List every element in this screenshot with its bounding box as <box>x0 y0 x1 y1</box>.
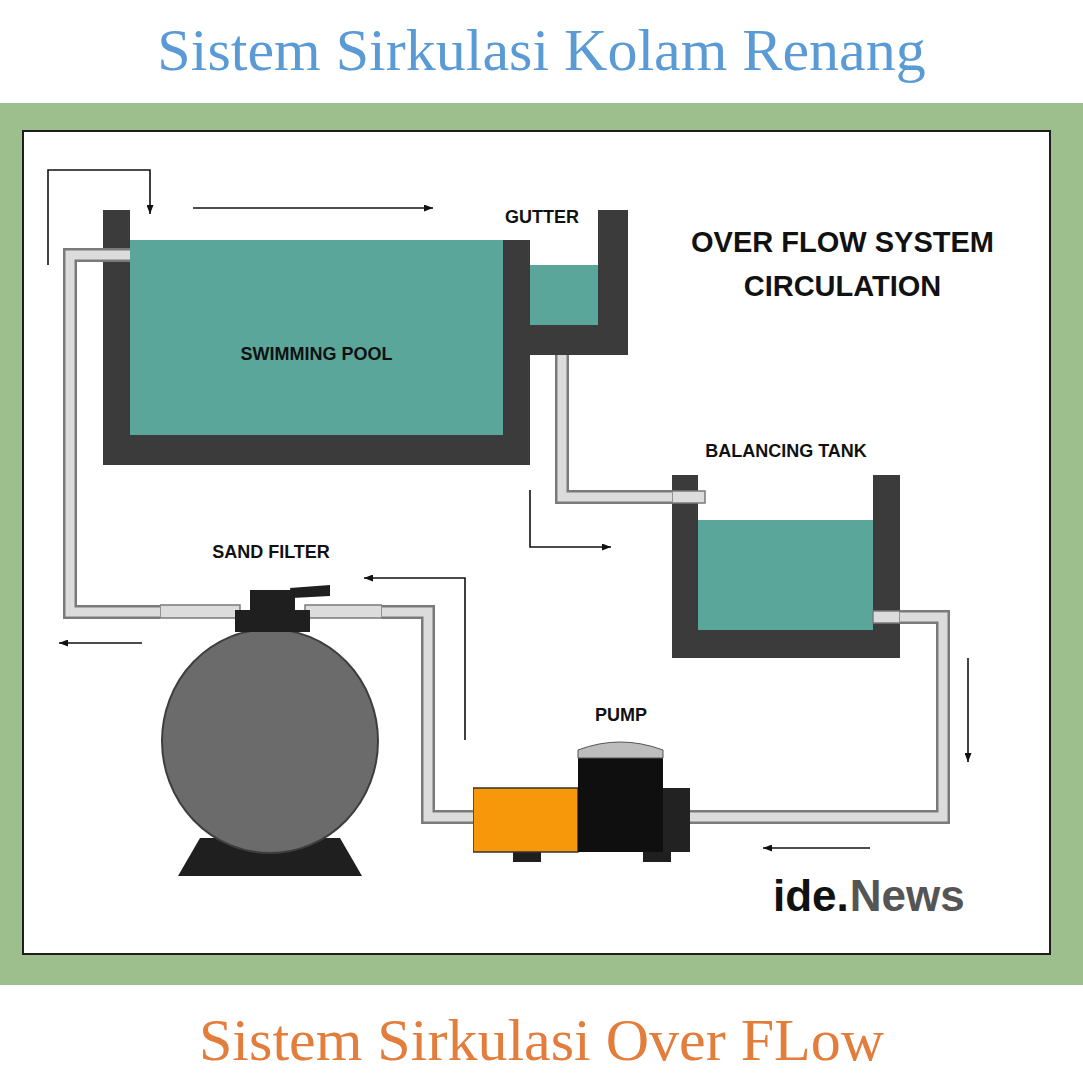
pool-floor <box>103 435 530 465</box>
pump-cap <box>578 742 663 758</box>
pipe <box>382 612 473 817</box>
node-label: GUTTER <box>497 206 587 228</box>
gutter-outer-wall <box>598 210 628 355</box>
valve-handle <box>290 585 330 598</box>
diagram-heading: OVER FLOW SYSTEM CIRCULATION <box>655 220 1030 308</box>
caption: Sistem Sirkulasi Over FLow <box>0 1004 1083 1076</box>
pump-foot <box>643 852 671 862</box>
node-label: SWIMMING POOL <box>130 343 503 365</box>
balancing-tank-outline <box>672 437 900 658</box>
flow-arrow <box>59 642 142 644</box>
node-label: SAND FILTER <box>160 541 382 563</box>
pipe-inner <box>562 355 672 497</box>
gutter-water <box>530 265 598 325</box>
pipe-stub <box>305 605 382 618</box>
pump-shape <box>473 742 690 862</box>
flow-arrow <box>364 578 465 740</box>
flow-arrow <box>967 658 969 762</box>
pool-walls <box>103 210 530 465</box>
gutter-shape <box>503 210 628 355</box>
pipe-inner <box>382 612 473 817</box>
pipe-inlet <box>672 491 705 503</box>
title: Sistem Sirkulasi Kolam Renang <box>0 14 1083 86</box>
node-label: BALANCING TANK <box>672 440 900 462</box>
pump: PUMP <box>473 700 690 865</box>
sand-filter: SAND FILTER <box>160 538 382 878</box>
flow-arrow <box>763 847 870 849</box>
filter-shape <box>160 585 382 876</box>
tank-floor <box>672 630 900 658</box>
valve-body <box>235 610 310 632</box>
filter-tank <box>162 629 378 853</box>
pipe-stub <box>160 605 240 618</box>
pump-motor <box>578 755 663 852</box>
sand-filter-outline <box>160 538 382 878</box>
pump-foot <box>513 852 541 862</box>
tank-water <box>698 520 873 630</box>
pump-outline <box>473 700 690 865</box>
pipe-outer <box>562 355 672 497</box>
flow-arrow <box>193 207 433 209</box>
pool-water: SWIMMING POOL <box>130 240 503 435</box>
pump-housing <box>473 788 578 852</box>
white-frame <box>23 131 1050 954</box>
pipe-outlet <box>873 611 900 623</box>
tank-shape <box>672 475 900 658</box>
valve-top <box>250 590 295 612</box>
pipe <box>562 355 672 497</box>
balancing-tank: BALANCING TANK <box>672 437 900 658</box>
green-panel <box>0 103 1083 985</box>
watermark: ide. <box>773 870 849 922</box>
pipe-outer <box>382 612 473 817</box>
pump-end-cap <box>663 788 690 852</box>
watermark: News <box>850 870 965 922</box>
node-label: PUMP <box>583 704 659 726</box>
gutter: GUTTER <box>497 203 628 355</box>
